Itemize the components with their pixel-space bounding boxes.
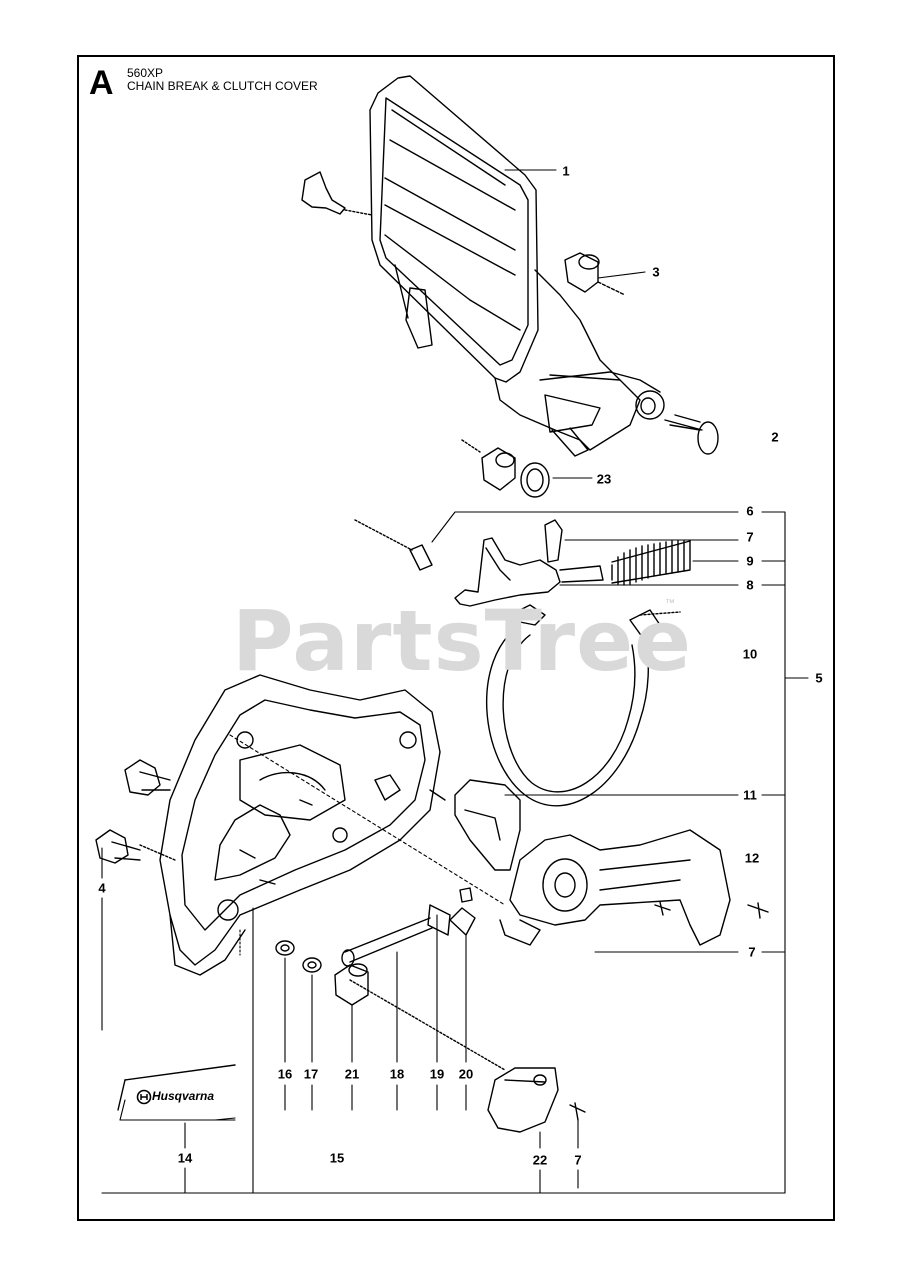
callout-10: 10: [742, 646, 758, 662]
husqvarna-crown-logo-icon: [136, 1089, 152, 1105]
part-cover-plate: [487, 1067, 586, 1133]
callout-21: 21: [344, 1066, 360, 1082]
part-bar-guide-plate: [454, 779, 769, 946]
callout-14: 14: [177, 1150, 193, 1166]
watermark-trademark: ™: [665, 598, 675, 609]
callout-19: 19: [429, 1066, 445, 1082]
callout-9: 9: [746, 553, 754, 569]
callout-2: 2: [771, 429, 779, 445]
callout-20: 20: [458, 1066, 474, 1082]
diagram-title: CHAIN BREAK & CLUTCH COVER: [127, 79, 318, 93]
callout-7b: 7: [748, 944, 756, 960]
callout-23: 23: [596, 471, 612, 487]
part-brake-latch-assembly: [354, 519, 691, 626]
part-chain-tensioner: [95, 759, 176, 864]
callout-11: 11: [743, 787, 757, 803]
callout-18: 18: [389, 1066, 405, 1082]
brand-name: Husqvarna: [152, 1089, 215, 1103]
part-pivot-arm: [494, 269, 719, 457]
part-spacers-and-pin: [275, 887, 506, 1071]
section-letter: A: [89, 64, 114, 102]
callout-4: 4: [98, 880, 106, 896]
callout-12: 12: [744, 850, 760, 866]
part-brake-band: [485, 609, 681, 807]
callout-17: 17: [303, 1066, 319, 1082]
model-number: 560XP: [127, 66, 164, 80]
watermark: PartsTree: [232, 592, 693, 690]
part-bushing: [564, 252, 626, 296]
part-screw-left: [301, 171, 373, 216]
diagram-frame: [77, 55, 835, 1221]
callout-8: 8: [746, 577, 754, 593]
decal-outline: [117, 1064, 236, 1111]
callout-7a: 7: [746, 529, 754, 545]
callout-22: 22: [532, 1152, 548, 1168]
callout-16: 16: [277, 1066, 293, 1082]
callout-5: 5: [815, 670, 823, 686]
callout-15: 15: [329, 1150, 345, 1166]
callout-1: 1: [562, 163, 570, 179]
part-clutch-cover: [159, 674, 446, 976]
callout-6: 6: [746, 503, 754, 519]
leader-lines: [101, 169, 809, 1194]
callout-7c: 7: [574, 1152, 582, 1168]
part-chain-brake-handle: [369, 75, 539, 383]
part-washer-23: [461, 439, 550, 498]
callout-3: 3: [652, 264, 660, 280]
